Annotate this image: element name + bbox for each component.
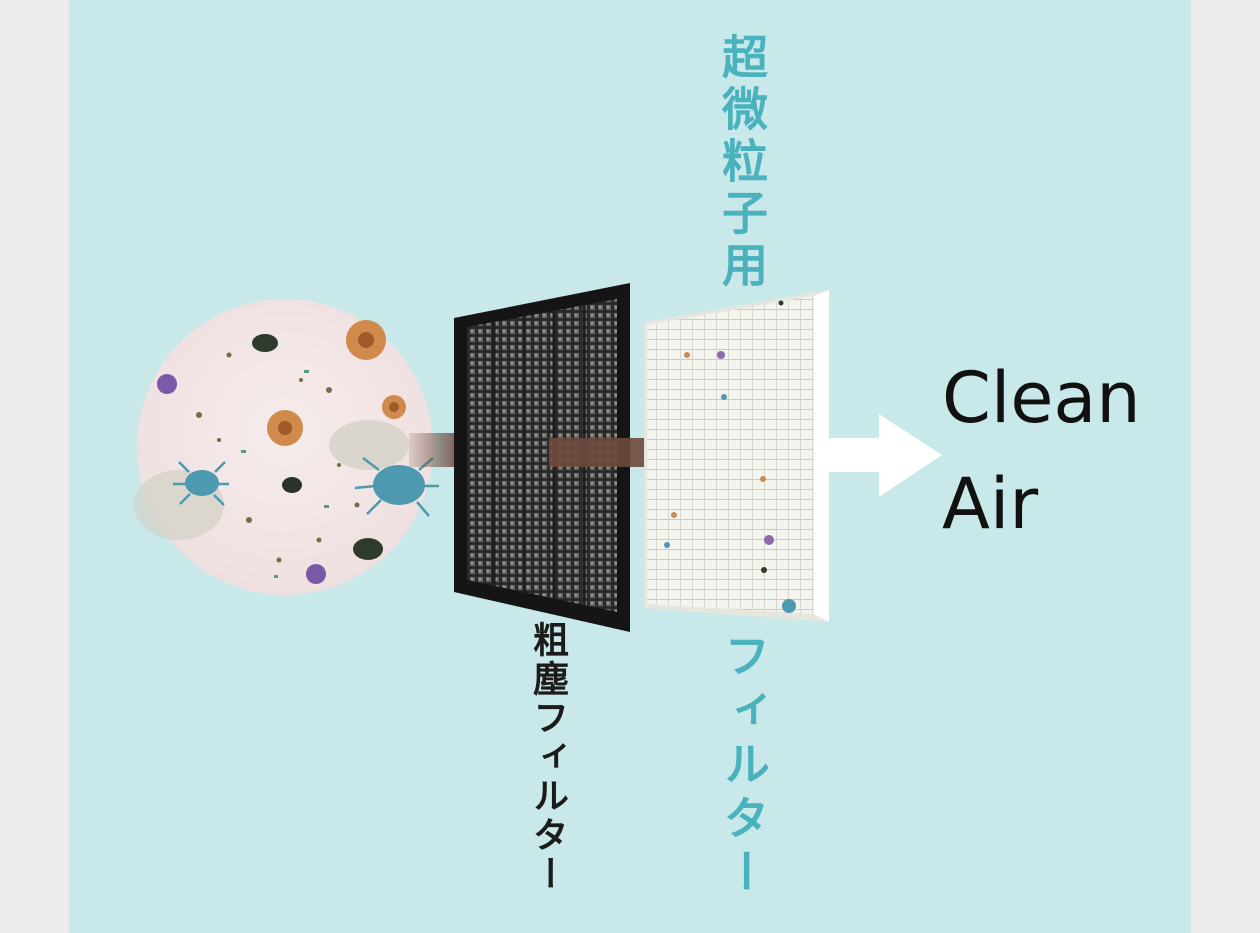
fine-filter-label-bottom: フィルター: [717, 632, 771, 902]
dust-particles-icon: [134, 299, 439, 595]
clean-air-label: Clean Air: [942, 345, 1141, 557]
filtration-illustration: [134, 283, 942, 632]
hepa-filter-icon: [644, 290, 829, 622]
clean-air-line-2: Air: [942, 463, 1039, 545]
coarse-filter-icon: [454, 283, 630, 632]
clean-air-line-1: Clean: [942, 357, 1141, 439]
fine-filter-label-top: 超微粒子用: [715, 33, 769, 293]
clean-air-arrow: [829, 414, 942, 497]
coarse-filter-label: 粗塵フィルター: [527, 621, 568, 894]
diagram-canvas: 超微粒子用 フィルター 粗塵フィルター Clean Air: [69, 0, 1191, 933]
